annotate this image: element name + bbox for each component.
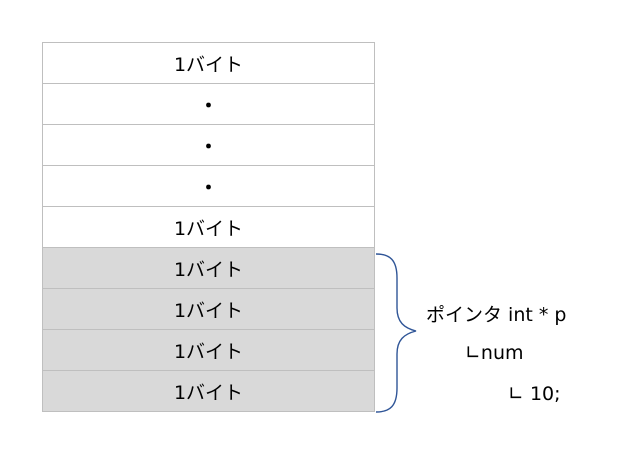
ellipsis-dot-cell: ・ [42,124,375,166]
pointer-declaration-label: ポインタ int * p [426,304,567,326]
brace-path [375,253,417,413]
pointer-byte-cell: 1バイト [42,370,375,412]
pointer-byte-cell: 1バイト [42,247,375,289]
memory-row: 1バイト [42,206,375,248]
variable-name-label: ∟num [465,342,524,364]
memory-row: ・ [42,83,375,125]
memory-row: ・ [42,124,375,166]
ellipsis-dot-cell: ・ [42,83,375,125]
ellipsis-dot-cell: ・ [42,165,375,207]
byte-cell: 1バイト [42,206,375,248]
memory-byte-table: 1バイト ・ ・ ・ 1バイト 1バイト 1バイト 1バイト 1バイト [42,42,375,412]
memory-row-pointer: 1バイト [42,247,375,289]
memory-row-pointer: 1バイト [42,370,375,412]
memory-row: ・ [42,165,375,207]
byte-cell: 1バイト [42,42,375,84]
right-curly-brace [375,253,417,413]
memory-row-pointer: 1バイト [42,329,375,371]
memory-row-pointer: 1バイト [42,288,375,330]
pointer-byte-cell: 1バイト [42,288,375,330]
memory-row: 1バイト [42,42,375,84]
assigned-value-label: ∟ 10; [508,383,561,405]
pointer-byte-cell: 1バイト [42,329,375,371]
